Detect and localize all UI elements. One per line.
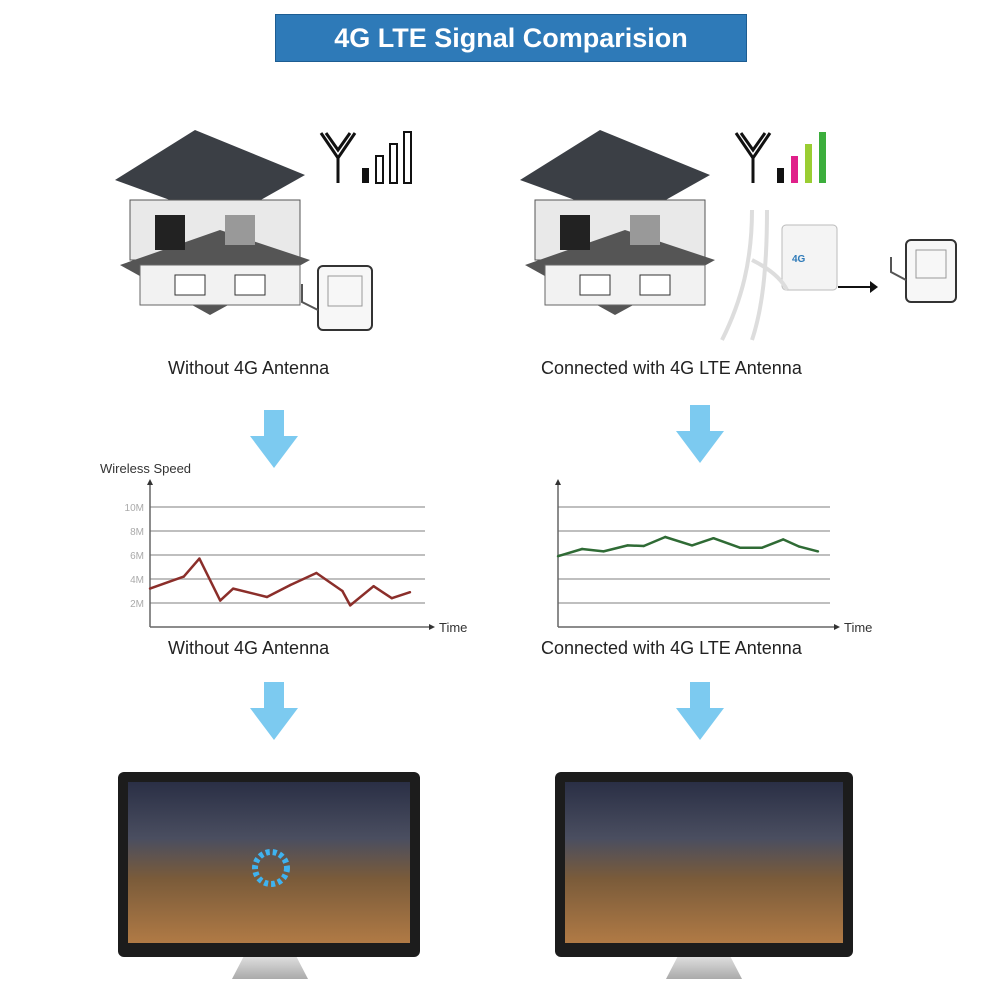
- data-point: [349, 604, 352, 607]
- speed-line: [149, 557, 411, 607]
- basketball-video-frame: [565, 782, 843, 943]
- monitor-buffering: [118, 772, 420, 957]
- data-point: [148, 587, 152, 590]
- data-point: [580, 547, 584, 551]
- chart-caption-with-antenna: Connected with 4G LTE Antenna: [541, 638, 802, 658]
- speed-chart-with-antenna: Time: [555, 479, 872, 635]
- arrow-to-router-icon: [838, 239, 957, 303]
- data-point: [556, 555, 560, 558]
- data-point: [781, 538, 785, 541]
- y-tick-label: 2M: [130, 599, 144, 610]
- loading-spinner-icon: [252, 849, 290, 887]
- data-point: [232, 587, 235, 590]
- basketball-video-frame: [128, 782, 410, 943]
- data-point: [760, 546, 763, 549]
- speed-line: [557, 535, 819, 558]
- page-title: 4G LTE Signal Comparision: [275, 14, 747, 62]
- router-icon: [301, 265, 373, 331]
- data-point: [182, 575, 185, 578]
- monitor-stand: [232, 957, 308, 979]
- data-point: [739, 546, 742, 549]
- data-point: [816, 550, 820, 553]
- data-point: [265, 595, 269, 599]
- monitor-stand: [666, 957, 742, 979]
- lte-antenna-icon: 4G: [720, 209, 838, 341]
- x-axis-label: Time: [844, 620, 872, 635]
- y-tick-label: 6M: [130, 551, 144, 562]
- y-axis-label: Wireless Speed: [100, 461, 191, 476]
- y-axis-arrow: [147, 479, 153, 485]
- data-point: [798, 545, 801, 548]
- y-tick-label: 10M: [125, 503, 144, 514]
- house-illustration-right: [520, 125, 720, 325]
- x-axis-arrow: [834, 624, 840, 630]
- weak-signal-icon: [319, 131, 412, 184]
- data-point: [390, 597, 393, 600]
- data-point: [642, 544, 645, 548]
- house-illustration-left: [115, 125, 315, 325]
- down-arrow-icon: [676, 405, 724, 463]
- down-arrow-icon: [250, 410, 298, 468]
- caption-without-antenna: Without 4G Antenna: [168, 358, 330, 378]
- x-axis-arrow: [429, 624, 435, 630]
- monitor-smooth: [555, 772, 853, 957]
- data-point: [712, 537, 715, 540]
- data-point: [602, 550, 605, 553]
- house-icon: [520, 130, 715, 315]
- strong-signal-icon: [734, 132, 826, 183]
- data-point: [219, 599, 222, 602]
- data-point: [198, 557, 201, 560]
- data-point: [372, 585, 375, 588]
- chart-caption-without-antenna: Without 4G Antenna: [168, 638, 330, 658]
- y-axis-arrow: [555, 479, 561, 485]
- data-point: [289, 583, 292, 587]
- data-point: [315, 571, 318, 575]
- house-icon: [115, 130, 310, 315]
- y-tick-label: 4M: [130, 575, 144, 586]
- speed-chart-without-antenna: Wireless Speed 2M 4M 6M 8M 10M Time: [100, 461, 467, 635]
- data-point: [626, 544, 629, 547]
- down-arrow-icon: [676, 682, 724, 740]
- down-arrow-icon: [250, 682, 298, 740]
- x-axis-label: Time: [439, 620, 467, 635]
- y-tick-label: 8M: [130, 527, 144, 538]
- caption-with-antenna: Connected with 4G LTE Antenna: [541, 358, 802, 378]
- svg-text:4G: 4G: [792, 254, 806, 265]
- data-point: [690, 544, 694, 547]
- data-point: [664, 535, 667, 539]
- data-point: [408, 591, 412, 594]
- data-point: [341, 589, 344, 593]
